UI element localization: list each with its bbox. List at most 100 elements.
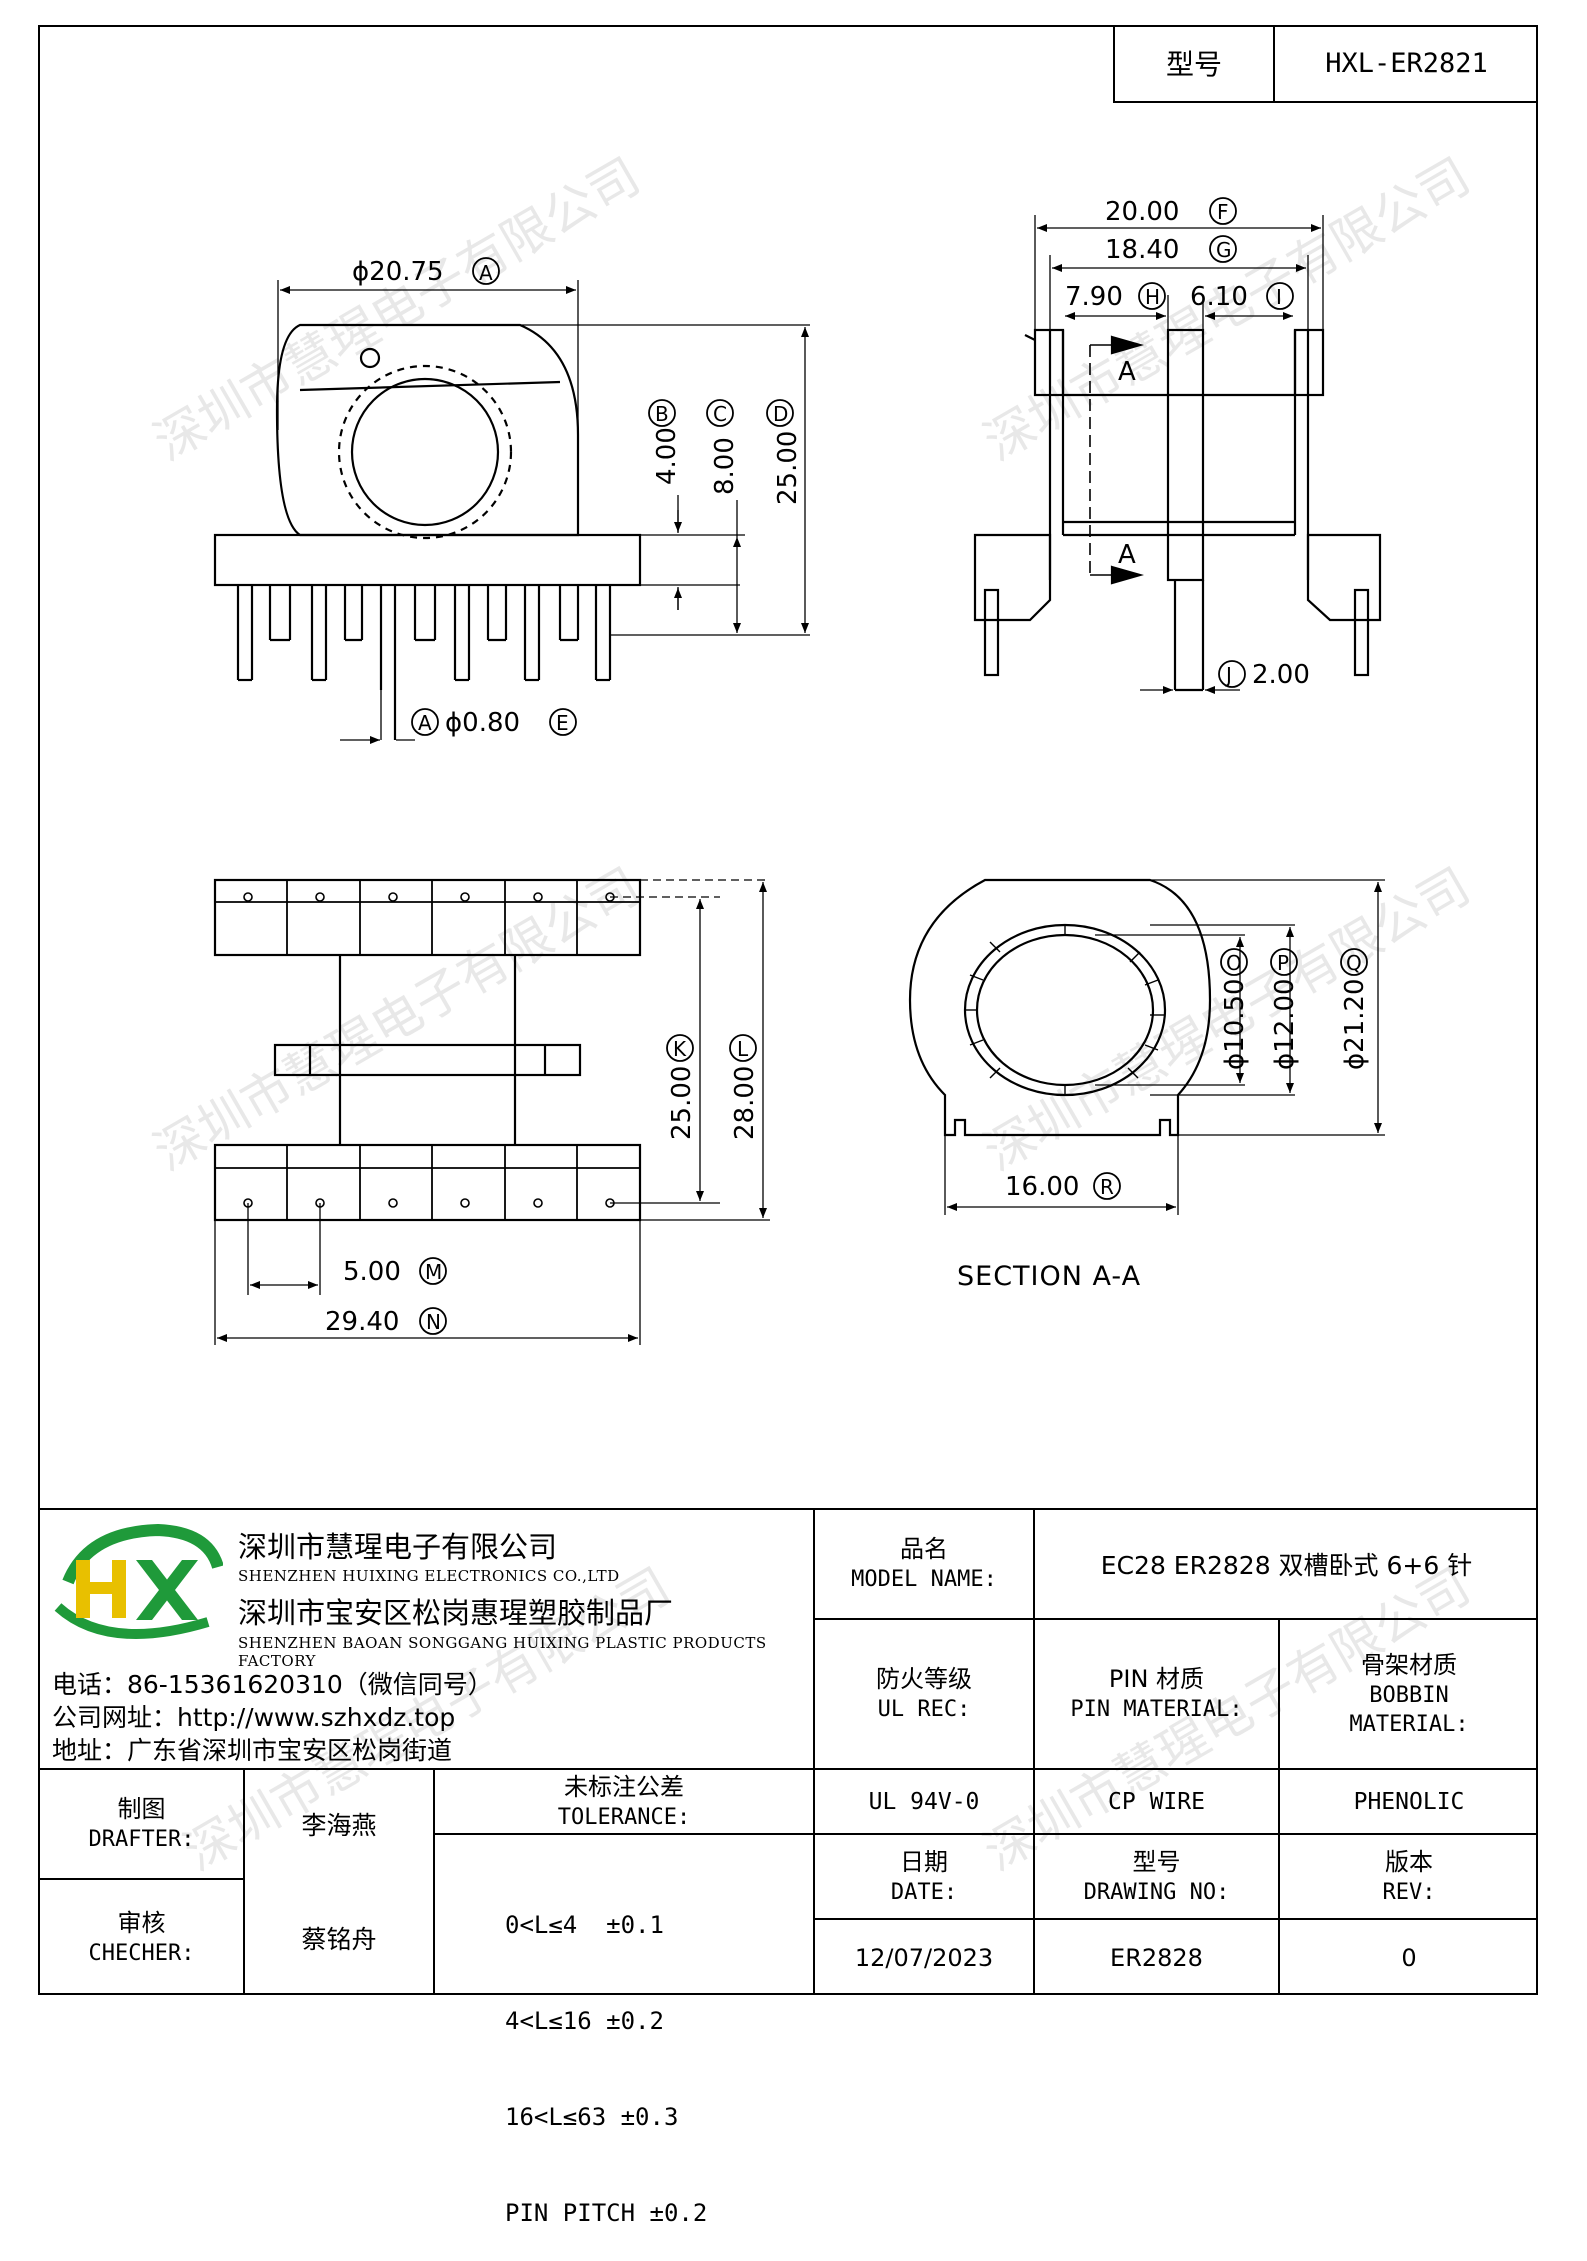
dim-L-value: 28.00	[730, 1066, 760, 1140]
grid-line	[433, 1833, 813, 1835]
grid-line	[243, 1768, 245, 1995]
dim-M-marker: M	[425, 1260, 442, 1284]
dim-B-marker: B	[655, 402, 669, 426]
dim-Q-value: ϕ21.20	[1340, 978, 1370, 1070]
dim-R-marker: R	[1100, 1175, 1114, 1199]
checker-label-cn: 审核	[117, 1908, 166, 1937]
factory-name-en: SHENZHEN BAOAN SONGGANG HUIXING PLASTIC …	[238, 1634, 767, 1670]
company-name-en: SHENZHEN HUIXING ELECTRONICS CO.,LTD	[238, 1567, 620, 1585]
dim-J-marker: J	[1224, 663, 1232, 687]
dim-P-value: ϕ12.00	[1270, 978, 1300, 1070]
model-name-value: EC28 ER2828 双槽卧式 6+6 针	[1100, 1551, 1473, 1580]
rev-label-cn: 版本	[1385, 1847, 1433, 1876]
dim-B-value: 4.00	[652, 427, 682, 485]
section-title: SECTION A-A	[957, 1261, 1141, 1292]
dim-L-marker: L	[737, 1037, 749, 1061]
model-label: 型号	[1115, 25, 1275, 101]
grid-line	[813, 1918, 1538, 1920]
date-label-en: DATE:	[890, 1879, 958, 1905]
dim-C-value: 8.00	[710, 437, 740, 495]
tolerance-label-en: TOLERANCE:	[557, 1804, 691, 1830]
pin-label-en: PIN MATERIAL:	[1070, 1697, 1243, 1722]
date-label: 日期 DATE:	[815, 1835, 1033, 1918]
section-mark-bottom: A	[1118, 540, 1136, 570]
date-label-cn: 日期	[900, 1847, 948, 1876]
model-name-label-en: MODEL NAME:	[851, 1567, 997, 1592]
ul-label-en: UL REC:	[877, 1697, 971, 1722]
drafter-label-cn: 制图	[117, 1795, 166, 1823]
company-phone: 电话：86-15361620310（微信同号）	[52, 1670, 493, 1699]
section-view	[908, 878, 1385, 1215]
dim-P-marker: P	[1277, 951, 1289, 975]
company-website: 公司网址：http://www.szhxdz.top	[52, 1703, 456, 1732]
dim-I-value: 6.10	[1190, 282, 1248, 312]
bottom-view	[213, 878, 770, 1345]
company-name-cn: 深圳市慧瑆电子有限公司	[238, 1530, 558, 1564]
title-block-top-border	[38, 1508, 1538, 1510]
dim-N-marker: N	[426, 1310, 441, 1334]
grid-line	[38, 1878, 243, 1880]
tolerance-item: PIN PITCH ±0.2	[505, 2199, 708, 2227]
dim-F-marker: F	[1217, 200, 1229, 224]
rev-label-en: REV:	[1382, 1879, 1436, 1905]
dim-F-value: 20.00	[1105, 197, 1179, 227]
company-logo-icon	[54, 1523, 223, 1639]
dim-N-value: 29.40	[325, 1307, 399, 1337]
dim-K-value: 25.00	[667, 1066, 697, 1140]
dim-E-marker: E	[556, 711, 569, 735]
pin-label: PIN 材质 PIN MATERIAL:	[1035, 1620, 1278, 1768]
drafter-name: 李海燕	[301, 1811, 377, 1840]
dim-I-marker: I	[1276, 285, 1282, 309]
ul-value: UL 94V-0	[868, 1788, 980, 1815]
pin-value: CP WIRE	[1108, 1788, 1205, 1815]
factory-name-cn: 深圳市宝安区松岗惠瑆塑胶制品厂	[238, 1596, 674, 1630]
bobbin-label: 骨架材质 BOBBIN MATERIAL:	[1280, 1620, 1538, 1768]
dim-E-ref-marker: A	[418, 711, 432, 735]
grid-line	[38, 1768, 1538, 1770]
dim-O-marker: O	[1226, 951, 1242, 975]
dim-G-marker: G	[1216, 238, 1232, 262]
bobbin-label-cn: 骨架材质	[1361, 1650, 1457, 1679]
model-name-label: 品名 MODEL NAME:	[815, 1510, 1033, 1618]
front-view	[213, 280, 810, 744]
pin-label-cn: PIN 材质	[1108, 1665, 1205, 1693]
rev-value: 0	[1401, 1943, 1417, 1972]
drafter-label-en: DRAFTER:	[88, 1827, 195, 1852]
technical-drawing: ϕ20.75 A 4.00 B 8.00 C 25.00 D A ϕ0.80 E…	[213, 197, 1385, 1345]
dim-J-value: 2.00	[1252, 660, 1310, 690]
dim-G-value: 18.40	[1105, 235, 1179, 265]
bobbin-label-en2: MATERIAL:	[1349, 1711, 1469, 1737]
dim-H-marker: H	[1145, 285, 1160, 309]
dim-D-marker: D	[773, 402, 788, 426]
tolerance-label-cn: 未标注公差	[564, 1772, 684, 1801]
checker-label: 审核 CHECHER:	[40, 1880, 243, 1995]
tolerance-item: 0<L≤4 ±0.1	[505, 1911, 664, 1939]
dim-O-value: ϕ10.50	[1220, 978, 1250, 1070]
section-mark-top: A	[1118, 357, 1136, 387]
model-box: 型号 HXL-ER2821	[1113, 25, 1538, 103]
bobbin-value: PHENOLIC	[1353, 1788, 1465, 1815]
model-value: HXL-ER2821	[1325, 47, 1488, 79]
grid-line	[1033, 1508, 1035, 1995]
drafter-label: 制图 DRAFTER:	[40, 1770, 243, 1878]
company-address: 地址：广东省深圳市宝安区松岗街道	[52, 1736, 453, 1765]
tolerance-label: 未标注公差 TOLERANCE:	[435, 1770, 813, 1833]
dim-K-marker: K	[673, 1037, 687, 1061]
drawing-no-label-en: DRAWING NO:	[1083, 1879, 1230, 1905]
tolerance-item: 4<L≤16 ±0.2	[505, 2007, 664, 2035]
rev-label: 版本 REV:	[1280, 1835, 1538, 1918]
dim-H-value: 7.90	[1065, 282, 1123, 312]
title-block-divider	[813, 1508, 815, 1995]
dim-Q-marker: Q	[1346, 951, 1362, 975]
grid-line	[433, 1768, 435, 1995]
grid-line	[813, 1833, 1538, 1835]
dim-A-value: ϕ20.75	[352, 257, 444, 287]
dim-M-value: 5.00	[343, 1257, 401, 1287]
bobbin-label-en1: BOBBIN	[1369, 1682, 1449, 1708]
drawing-sheet	[38, 25, 1538, 1995]
dim-E-value: ϕ0.80	[445, 708, 520, 738]
drawing-no-value: ER2828	[1110, 1943, 1203, 1972]
ul-label: 防火等级 UL REC:	[815, 1620, 1033, 1768]
tolerance-list: 0<L≤4 ±0.1 4<L≤16 ±0.2 16<L≤63 ±0.3 PIN …	[505, 1845, 805, 2261]
ul-label-cn: 防火等级	[876, 1665, 972, 1693]
